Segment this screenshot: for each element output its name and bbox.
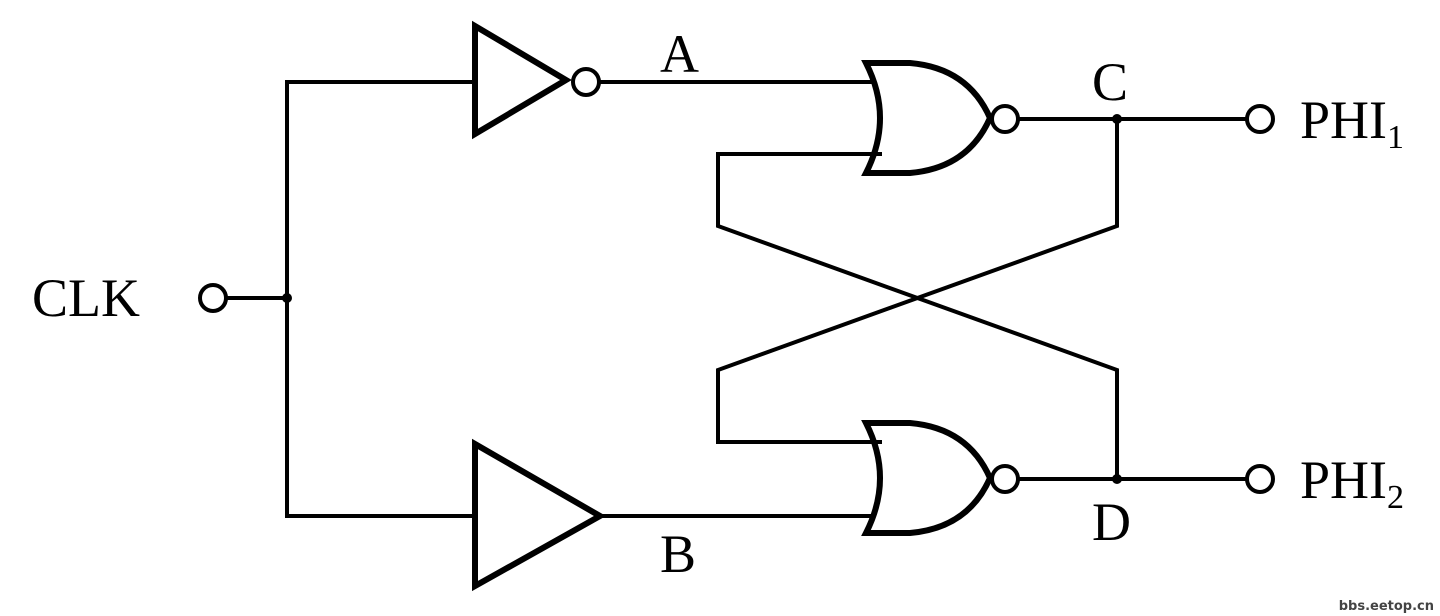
inverter-gate — [472, 20, 572, 140]
feedback-d-to-top — [716, 152, 1119, 481]
label-phi2-main: PHI — [1300, 450, 1387, 510]
label-c: C — [1092, 52, 1128, 112]
c-junction — [1112, 114, 1122, 124]
watermark: bbs.eetop.cn — [1339, 599, 1434, 614]
d-junction — [1112, 474, 1122, 484]
label-clk: CLK — [32, 268, 140, 328]
label-a: A — [660, 24, 699, 84]
clk-terminal — [198, 283, 228, 313]
nor-gate-top — [861, 60, 994, 176]
label-phi2: PHI2 — [1300, 450, 1404, 516]
label-d: D — [1092, 492, 1131, 552]
label-b: B — [660, 524, 696, 584]
phi2-terminal — [1245, 464, 1275, 494]
nor-bottom-bubble — [990, 464, 1020, 494]
buffer-gate — [472, 438, 607, 592]
nor-top-bubble — [990, 104, 1020, 134]
label-phi1: PHI1 — [1300, 90, 1404, 156]
label-phi1-sub: 1 — [1387, 119, 1404, 156]
label-phi1-main: PHI — [1300, 90, 1387, 150]
feedback-c-to-bottom — [716, 117, 1119, 444]
phi1-terminal — [1245, 104, 1275, 134]
inverter-bubble — [571, 67, 601, 97]
nor-gate-bottom — [861, 420, 994, 536]
label-phi2-sub: 2 — [1387, 479, 1404, 516]
